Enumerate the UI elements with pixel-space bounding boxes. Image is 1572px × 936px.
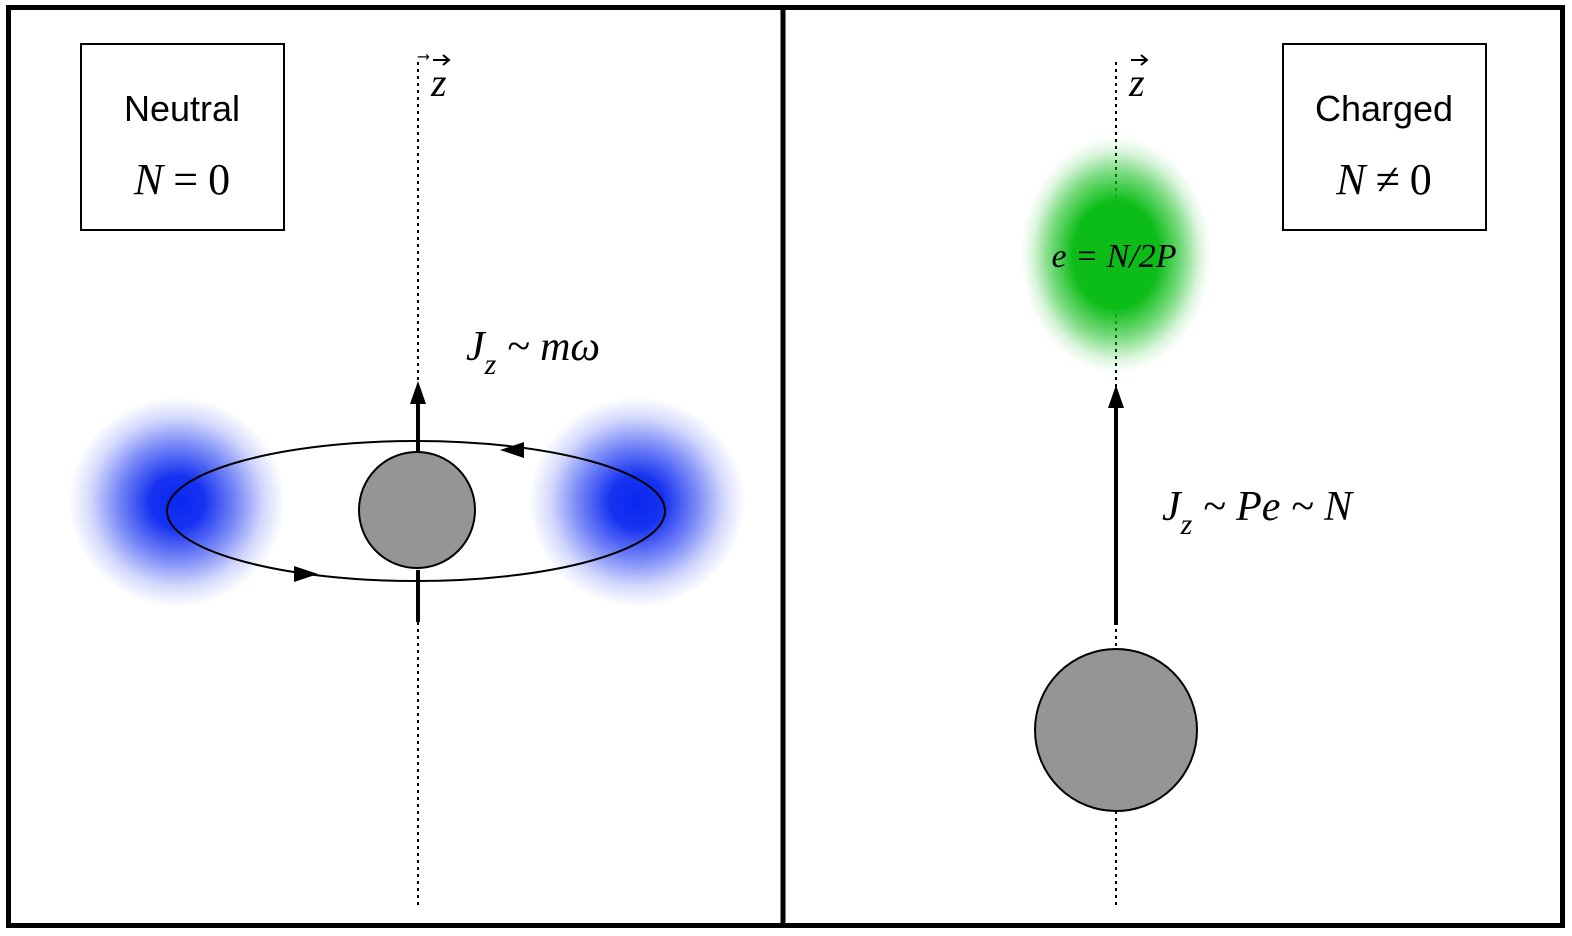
orbit-arrow-top-icon — [500, 442, 524, 458]
right-jz-arrowhead — [1108, 385, 1124, 408]
charged-condition: N≠0 — [1335, 155, 1432, 204]
neutral-label-box — [80, 43, 285, 231]
right-electron-cloud — [529, 397, 745, 607]
orbit-arrow-bottom-icon — [294, 566, 318, 582]
left-z-axis-label: z — [430, 60, 447, 105]
right-z-axis-label: z — [1128, 60, 1145, 105]
neutral-title: Neutral — [124, 88, 240, 129]
right-jz-label: Jz ~ Pe ~ N — [1162, 484, 1354, 541]
left-z-vector-head — [442, 54, 451, 66]
right-z-vector-head — [1140, 54, 1149, 66]
right-panel: z e = N/2P Charged N≠0 Jz ~ Pe ~ N — [1021, 43, 1487, 905]
charge-label: e = N/2P — [1052, 238, 1177, 275]
charge-cloud — [1021, 137, 1211, 373]
right-nucleus — [1034, 648, 1198, 812]
left-jz-label: Jz ~ mω — [466, 324, 600, 381]
charged-title: Charged — [1315, 88, 1453, 129]
left-z-vector-arrow-icon: ⃗ — [417, 54, 430, 60]
left-electron-cloud — [69, 397, 285, 607]
charged-label-box — [1282, 43, 1487, 231]
orbit-ellipse — [166, 440, 666, 582]
left-nucleus — [358, 451, 476, 569]
neutral-condition: N=0 — [133, 155, 230, 204]
left-panel: z ⃗ Neutral N=0 Jz ~ mω — [69, 43, 745, 905]
left-jz-arrowhead — [410, 381, 426, 404]
